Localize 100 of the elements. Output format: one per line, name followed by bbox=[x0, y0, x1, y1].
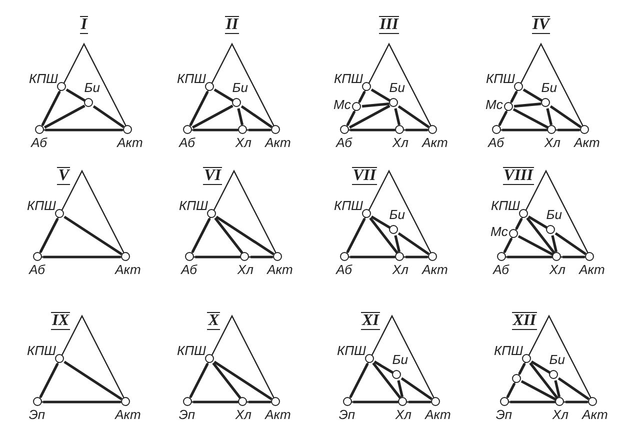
tie-line bbox=[518, 235, 554, 256]
tie-line bbox=[550, 105, 582, 128]
panel-numeral: VII bbox=[352, 167, 377, 185]
tie-line bbox=[512, 108, 548, 129]
phase-point bbox=[204, 82, 214, 91]
phase-label: Хл bbox=[395, 408, 412, 422]
phase-point bbox=[352, 102, 361, 111]
tie-line bbox=[346, 110, 356, 126]
tie-line bbox=[240, 105, 272, 128]
panel-numeral: I bbox=[80, 16, 88, 34]
tie-line bbox=[44, 104, 86, 129]
phase-label: Акт bbox=[115, 263, 141, 277]
phase-label: Аб bbox=[488, 136, 504, 150]
phase-point bbox=[492, 124, 501, 134]
phase-label: Хл bbox=[552, 408, 568, 422]
phase-label: КПШ bbox=[486, 72, 515, 86]
phase-label: Акт bbox=[422, 136, 448, 150]
tie-line bbox=[189, 363, 209, 398]
tie-line bbox=[514, 102, 542, 108]
phase-point bbox=[541, 98, 550, 108]
tie-line bbox=[212, 362, 242, 399]
tie-line bbox=[362, 102, 390, 108]
tie-line bbox=[193, 128, 238, 132]
tie-line bbox=[350, 256, 396, 258]
tie-line bbox=[498, 110, 508, 126]
tie-line bbox=[370, 88, 390, 102]
phase-label: КПШ bbox=[176, 344, 206, 358]
tie-line bbox=[250, 256, 273, 258]
tie-line bbox=[191, 218, 211, 253]
tie-line bbox=[43, 256, 121, 258]
phase-label: Аб bbox=[29, 263, 45, 277]
phase-label: КПШ bbox=[334, 199, 363, 213]
tie-line bbox=[353, 400, 398, 404]
phase-label: Хл bbox=[549, 263, 566, 277]
tie-line bbox=[64, 216, 122, 256]
phase-point bbox=[238, 124, 248, 134]
phase-label: Би bbox=[389, 208, 405, 222]
tie-line bbox=[406, 256, 428, 258]
phase-label: Би bbox=[549, 353, 565, 368]
panel-numeral: VI bbox=[203, 167, 222, 185]
tie-line bbox=[214, 217, 244, 254]
phase-point bbox=[54, 208, 64, 218]
tie-line bbox=[562, 256, 585, 258]
phase-label: Аб bbox=[181, 263, 197, 277]
phase-label: Хл bbox=[392, 136, 408, 150]
tie-line bbox=[374, 360, 394, 374]
tie-line bbox=[520, 380, 556, 401]
tie-line bbox=[558, 377, 590, 400]
phase-label: Хл bbox=[235, 136, 252, 150]
phase-label: КПШ bbox=[28, 72, 58, 86]
panel-numeral: XI bbox=[361, 312, 380, 330]
phase-point bbox=[395, 124, 404, 134]
phase-label: Би bbox=[389, 81, 405, 96]
phase-label: Хл bbox=[544, 136, 560, 150]
tie-line bbox=[193, 400, 238, 404]
tie-line bbox=[248, 400, 271, 404]
tie-line bbox=[506, 382, 516, 398]
tie-line bbox=[510, 91, 518, 103]
phase-point bbox=[389, 225, 398, 234]
tie-line bbox=[346, 218, 366, 253]
tie-line bbox=[522, 88, 542, 102]
tie-line bbox=[216, 216, 274, 256]
panel-numeral: X bbox=[207, 312, 220, 330]
phase-point bbox=[182, 124, 192, 134]
tie-line bbox=[507, 256, 552, 258]
tie-line bbox=[566, 400, 588, 404]
phase-label: КПШ bbox=[490, 199, 520, 213]
tie-line bbox=[349, 363, 369, 398]
tie-line bbox=[372, 362, 402, 399]
tie-line bbox=[398, 105, 430, 128]
phase-point bbox=[555, 396, 564, 406]
phase-point bbox=[54, 354, 64, 363]
tie-line bbox=[518, 363, 526, 375]
tie-line bbox=[526, 217, 556, 254]
phase-label: Акт bbox=[582, 408, 608, 422]
phase-label: Би bbox=[232, 81, 248, 96]
tie-line bbox=[350, 128, 396, 132]
phase-point bbox=[184, 252, 194, 261]
tie-line bbox=[369, 217, 398, 254]
phase-label: Би bbox=[84, 81, 100, 96]
tie-line bbox=[394, 108, 401, 126]
phase-label: КПШ bbox=[178, 199, 208, 213]
tie-line bbox=[358, 91, 366, 103]
tie-line bbox=[503, 238, 513, 253]
phase-label: КПШ bbox=[176, 72, 206, 86]
tie-line bbox=[64, 360, 122, 400]
tie-line bbox=[370, 216, 390, 229]
tie-line bbox=[528, 216, 548, 229]
phase-point bbox=[395, 252, 404, 261]
tie-line bbox=[558, 128, 580, 132]
phase-label: Акт bbox=[265, 136, 291, 150]
tie-line bbox=[551, 235, 558, 252]
tie-line bbox=[237, 108, 244, 126]
phase-point bbox=[508, 228, 518, 238]
phase-point bbox=[232, 98, 242, 108]
phase-label: Би bbox=[541, 81, 557, 96]
phase-point bbox=[547, 124, 556, 134]
phase-label: КПШ bbox=[26, 344, 56, 358]
tie-line bbox=[192, 104, 234, 129]
tie-line bbox=[214, 360, 272, 400]
